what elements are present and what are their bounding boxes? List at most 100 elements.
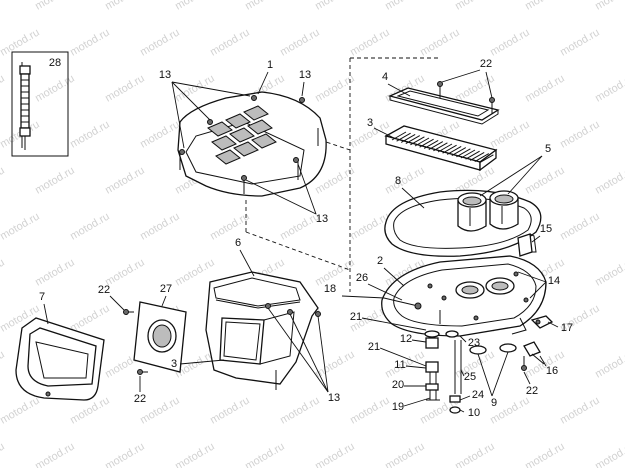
callout-22-right: 22	[526, 385, 538, 397]
callout-15: 15	[540, 223, 552, 235]
filter-pleat	[437, 143, 453, 153]
callout-5: 5	[545, 143, 551, 155]
watermark-text: motod.ru	[313, 440, 357, 468]
watermark-text: motod.ru	[313, 0, 357, 13]
watermark-text: motod.ru	[138, 26, 182, 58]
watermark-text: motod.ru	[348, 394, 392, 426]
part-1-filter-cover	[177, 91, 327, 197]
callout-22-left-upper: 22	[98, 284, 110, 296]
filter-pleat	[442, 144, 457, 154]
filter-pleat	[446, 145, 462, 155]
watermark-text: motod.ru	[418, 26, 462, 58]
callout-12: 12	[400, 333, 412, 345]
watermark-text: motod.ru	[453, 0, 497, 13]
watermark-text: motod.ru	[103, 440, 147, 468]
screws-22-left	[123, 309, 148, 375]
watermark-text: motod.ru	[33, 0, 77, 13]
assembly-reference-lines	[245, 57, 440, 292]
callout-24: 24	[472, 389, 484, 401]
part-9-ring-b	[499, 343, 517, 353]
callout-10: 10	[468, 407, 480, 419]
watermark-text: motod.ru	[453, 440, 497, 468]
watermark-text: motod.ru	[593, 72, 625, 104]
callout-13-top-left: 13	[159, 69, 171, 81]
callout-26: 26	[356, 272, 368, 284]
callout-3-element: 3	[367, 117, 373, 129]
filter-pleat	[465, 150, 480, 160]
watermark-text: motod.ru	[0, 440, 7, 468]
part-27-plate	[133, 301, 187, 373]
watermark-text: motod.ru	[558, 26, 602, 58]
watermark-text: motod.ru	[33, 72, 77, 104]
watermark-text: motod.ru	[0, 72, 7, 104]
callout-1: 1	[267, 59, 273, 71]
watermark-text: motod.ru	[103, 164, 147, 196]
callout-25: 25	[464, 371, 476, 383]
part-17-clip	[530, 315, 554, 329]
watermark-text: motod.ru	[383, 440, 427, 468]
filter-pleats	[391, 131, 494, 164]
screws-22-frame	[437, 81, 495, 114]
callout-7: 7	[39, 291, 45, 303]
part-2-airbox-housing	[381, 255, 547, 337]
watermark-text: motod.ru	[243, 0, 287, 13]
cover-vent-grid	[207, 105, 277, 165]
filter-pleat	[414, 137, 430, 147]
callout-18: 18	[324, 283, 336, 295]
part-7-seal-frame	[15, 317, 105, 401]
watermark-text: motod.ru	[523, 72, 567, 104]
watermark-text: motod.ru	[138, 118, 182, 150]
watermark-text: motod.ru	[558, 118, 602, 150]
watermark-text: motod.ru	[278, 394, 322, 426]
callout-17: 17	[561, 322, 573, 334]
callout-27: 27	[160, 283, 172, 295]
watermark-text: motod.ru	[383, 0, 427, 13]
watermark-text: motod.ru	[523, 0, 567, 13]
filter-pleat	[460, 149, 476, 159]
part-6-intake-duct	[205, 271, 319, 390]
callout-3-duct: 3	[171, 358, 177, 370]
part-16-fitting	[521, 341, 545, 371]
filter-pleat	[428, 141, 444, 151]
watermark-text: motod.ru	[593, 440, 625, 468]
filter-pleat	[474, 153, 490, 163]
watermark-text: motod.ru	[68, 302, 112, 334]
watermark-text: motod.ru	[523, 440, 567, 468]
watermark-text: motod.ru	[173, 0, 217, 13]
part-18-drain-tube	[341, 295, 422, 310]
callout-4: 4	[382, 71, 388, 83]
callout-2: 2	[377, 255, 383, 267]
filter-pleat	[391, 131, 407, 141]
watermark-text: motod.ru	[0, 26, 42, 58]
part-5-intake-funnels	[457, 190, 519, 232]
filter-pleat	[396, 132, 411, 142]
callout-13-cover-bottom: 13	[316, 213, 328, 225]
watermark-text: motod.ru	[0, 0, 7, 13]
callout-28: 28	[49, 57, 61, 69]
part-3-filter-element	[384, 125, 498, 172]
callout-21-lower: 21	[368, 341, 380, 353]
callout-9: 9	[491, 397, 497, 409]
watermark-text: motod.ru	[348, 26, 392, 58]
filter-pleat	[405, 135, 421, 145]
filter-pleat	[400, 133, 416, 143]
drain-assembly	[424, 310, 517, 414]
watermark-text: motod.ru	[593, 0, 625, 13]
callout-6: 6	[235, 237, 241, 249]
watermark-text: motod.ru	[0, 394, 42, 426]
part-15-block	[517, 233, 537, 257]
watermark-text: motod.ru	[103, 72, 147, 104]
watermark-text: motod.ru	[68, 118, 112, 150]
callout-11: 11	[394, 359, 405, 371]
watermark-text: motod.ru	[33, 164, 77, 196]
watermark-text: motod.ru	[593, 256, 625, 288]
watermark-text: motod.ru	[0, 348, 7, 380]
callout-13-top-right: 13	[299, 69, 311, 81]
watermark-text: motod.ru	[138, 210, 182, 242]
watermark-text: motod.ru	[208, 394, 252, 426]
watermark-text: motod.ru	[558, 394, 602, 426]
watermark-text: motod.ru	[103, 0, 147, 13]
filter-pleat	[456, 148, 471, 158]
watermark-text: motod.ru	[243, 440, 287, 468]
